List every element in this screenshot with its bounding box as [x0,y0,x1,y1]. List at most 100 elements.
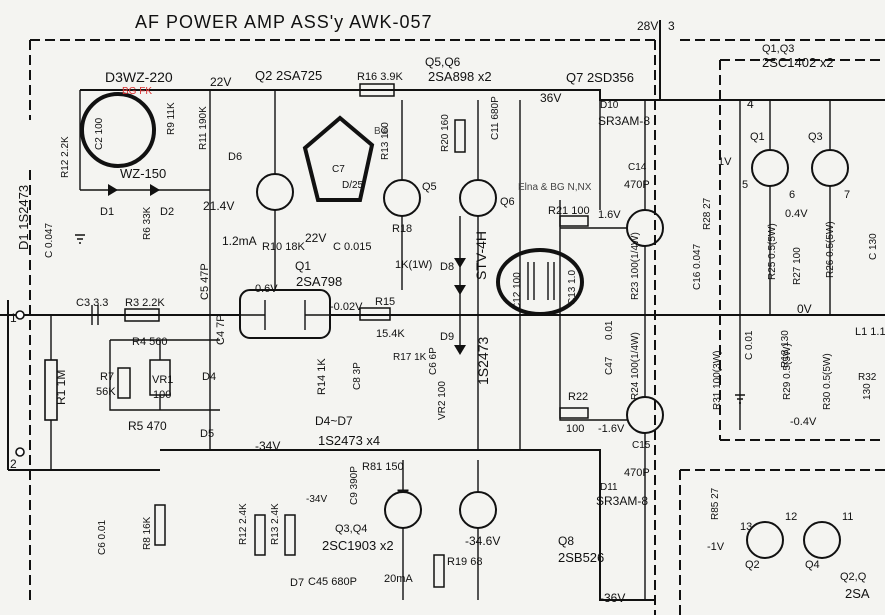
label-c45: C45 680P [308,576,357,588]
label-r7-value: 56K [96,386,116,398]
label-q5: Q5 [422,181,437,193]
label-d4: D4 [202,371,216,383]
label-0v: 0V [797,302,812,316]
label-c8: C8 3P [352,362,363,390]
label-c12: C12 100 [512,272,523,310]
label-r14: R14 1K [316,358,328,395]
label-0-4v: 0.4V [785,208,808,220]
label-q5q6-type: 2SA898 x2 [428,69,492,84]
label-d9: D9 [440,331,454,343]
label-r8: R8 16K [142,516,153,550]
highlight-circle-c2 [80,92,156,168]
label-r16: R16 3.9K [357,71,404,83]
label-r10: R10 18K [262,241,305,253]
label-minus-34v: -34V [255,439,280,453]
transistor-out-q3 [811,149,849,187]
label-r18: R18 [392,223,412,235]
label-node-7: 7 [844,189,850,201]
label-q8: Q8 [558,534,574,548]
label-c9: C9 390P [349,466,360,505]
label-q3q4-type: 2SC1903 x2 [322,538,394,553]
resistor-r22 [559,407,589,419]
label-2sa-bottom: 2SA [845,586,870,601]
label-d5: D5 [200,428,214,440]
highlight-ellipse-c12-c13 [496,248,584,316]
label-c130: C 130 [868,233,879,260]
resistor-r12 [254,514,266,556]
label-r13: R13 2.4K [270,503,281,545]
label-d4d7: D4~D7 [315,414,353,428]
rail-negative [160,449,655,601]
label-r11: R11 190K [198,106,209,150]
label-r28: R28 27 [702,197,713,230]
potentiometer-vr1 [149,359,171,396]
label-21-4v: 21.4V [203,199,234,213]
diode-d9-symbol [454,345,466,355]
label-d8: D8 [440,261,454,273]
label-c6b: C6 0.01 [97,520,108,555]
label-r81: R81 150 [362,461,404,473]
schematic-wires [209,90,831,600]
transistor-out-q1 [751,149,789,187]
label-r9: R9 11K [166,102,177,135]
transistor-q4 [459,491,497,529]
label-d4d7-type: 1S2473 x4 [318,433,380,448]
label-sr3am8-top: SR3AM-8 [598,114,650,128]
label-stv: STV-4H [473,231,489,280]
label-22v-top: 22V [210,75,231,89]
capacitors-c12-c13 [527,262,555,300]
label-vr100: VR2 100 [437,381,448,420]
label-node-6: 6 [789,189,795,201]
label-c0015: C 0.015 [333,241,372,253]
label-q2-right: Q2 [745,559,760,571]
label-c14-value: 470P [624,179,650,191]
label-q1q3: Q1,Q3 [762,43,794,55]
label-q3-right: Q3 [808,131,823,143]
label-r13b: R13 160 [380,122,391,160]
label-node-12: 12 [785,511,797,523]
label-r26: R26 0.5(5W) [825,221,836,278]
diode-d2-symbol [150,184,160,196]
ground-symbol-left [75,234,85,244]
label-c15: C15 [632,440,651,451]
label-minus-1v: -1V [707,541,725,553]
label-1v: 1V [718,156,732,168]
diode-d1-symbol [108,184,118,196]
label-c15-value: 470P [624,467,650,479]
rail-positive [80,89,885,101]
label-d1: D1 [100,206,114,218]
label-r19: R19 68 [447,556,482,568]
label-d6: D6 [228,151,242,163]
label-q1-right: Q1 [750,131,765,143]
label-q2: Q2 2SA725 [255,68,322,83]
label-d2: D2 [160,206,174,218]
label-c7-value: D/25 [342,180,364,191]
label-r24: R24 100(1/4W) [630,332,641,400]
label-minus-36v: -36V [600,591,625,605]
label-r29: R29 0.5(5W) [782,343,793,400]
annotation-bg: BG [374,126,389,137]
label-c0-01-right: C 0.01 [744,330,755,360]
label-node-13: 13 [740,521,752,533]
label-q2q4-right: Q2,Q [840,571,867,583]
board-outline-right [654,40,885,615]
label-r85: R85 27 [710,487,721,520]
label-d3: D3WZ-220 [105,69,173,85]
resistor-r13 [284,514,296,556]
label-r5: R5 470 [128,419,167,433]
label-c47: C47 [604,356,615,375]
resistor-r3 [124,308,160,322]
label-36v: 36V [540,91,561,105]
label-minus-0-4v: -0.4V [790,416,817,428]
label-r27: R27 100 [792,247,803,285]
terminal-2 [15,447,25,457]
transistor-q5 [383,179,421,217]
label-r18b: R18 130 [780,330,791,368]
label-q7: Q7 2SD356 [566,70,634,85]
transistor-out-q2 [746,521,784,559]
label-c2: C2 100 [94,117,105,150]
label-q8-type: 2SB526 [558,550,604,565]
label-c47-value: 0.01 [604,320,615,340]
transistor-q8 [626,396,664,434]
